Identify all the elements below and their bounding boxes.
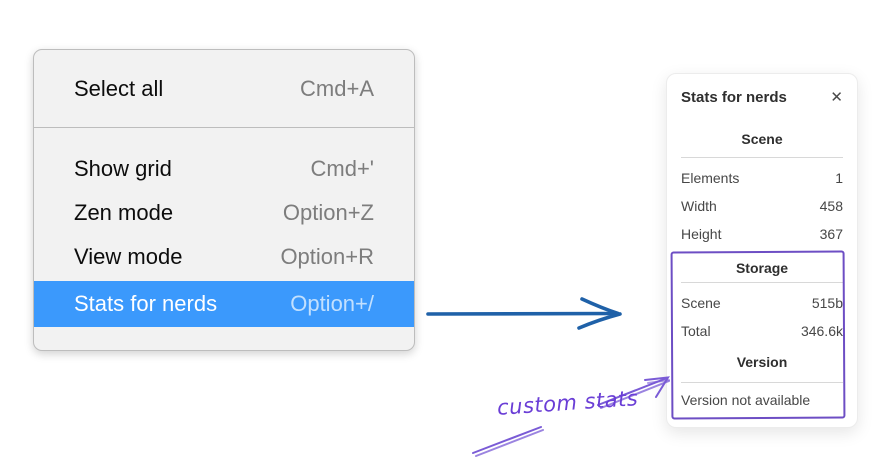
menu-item-select-all[interactable]: Select all Cmd+A	[34, 50, 414, 127]
section-divider	[681, 157, 843, 158]
section-title: Scene	[741, 131, 783, 147]
stat-value: 458	[819, 198, 843, 214]
stat-label: Elements	[681, 170, 740, 186]
blue-arrow-icon	[426, 297, 622, 330]
stat-row-total-size: Total 346.6k	[681, 317, 843, 345]
stat-row-width: Width 458	[681, 192, 843, 220]
annotation-label: custom stats	[496, 386, 639, 420]
stats-panel-header: Stats for nerds ✕	[681, 86, 843, 108]
version-note: Version not available	[681, 392, 811, 408]
stats-panel: Stats for nerds ✕ Scene Elements 1 Width…	[666, 73, 858, 428]
menu-item-label: Show grid	[74, 156, 172, 181]
stat-value: 346.6k	[800, 323, 843, 339]
menu-item-shortcut: Option+Z	[282, 200, 374, 225]
menu-item-shortcut: Option+/	[290, 291, 374, 316]
stat-row-elements: Elements 1	[681, 164, 843, 192]
close-icon[interactable]: ✕	[830, 88, 843, 106]
menu-item-label: Stats for nerds	[74, 291, 218, 316]
menu-item-zen-mode[interactable]: Zen mode Option+Z	[34, 191, 414, 235]
stat-row-height: Height 367	[681, 220, 843, 248]
menu-item-stats-for-nerds[interactable]: Stats for nerds Option+/	[34, 281, 414, 327]
menu-divider	[34, 127, 414, 128]
menu-item-shortcut: Cmd+A	[300, 75, 374, 101]
menu-item-label: View mode	[74, 244, 183, 269]
section-title: Storage	[735, 260, 789, 276]
stats-panel-title: Stats for nerds	[681, 88, 787, 106]
section-divider	[681, 382, 843, 383]
menu-group: Show grid Cmd+' Zen mode Option+Z View m…	[34, 128, 414, 327]
stat-row-scene-size: Scene 515b	[681, 289, 843, 317]
section-scene: Scene Elements 1 Width 458 Height 367	[681, 130, 843, 248]
section-version: Version Version not available	[681, 353, 843, 414]
context-menu: Select all Cmd+A Show grid Cmd+' Zen mod…	[33, 49, 415, 351]
menu-item-label: Select all	[74, 75, 164, 101]
menu-item-show-grid[interactable]: Show grid Cmd+'	[34, 147, 414, 191]
stat-label: Total	[681, 323, 711, 339]
stat-value: 367	[819, 226, 843, 242]
section-storage: Storage Scene 515b Total 346.6k	[681, 259, 843, 345]
stat-label: Height	[681, 226, 722, 242]
stat-label: Width	[681, 198, 717, 214]
stat-value: 1	[835, 170, 843, 186]
menu-item-view-mode[interactable]: View mode Option+R	[34, 235, 414, 279]
section-title: Version	[736, 354, 788, 370]
section-divider	[681, 282, 843, 283]
menu-item-label: Zen mode	[74, 200, 174, 225]
menu-item-shortcut: Cmd+'	[310, 156, 375, 181]
stat-label: Scene	[681, 295, 721, 311]
stat-value: 515b	[811, 295, 843, 311]
menu-item-shortcut: Option+R	[280, 244, 374, 269]
